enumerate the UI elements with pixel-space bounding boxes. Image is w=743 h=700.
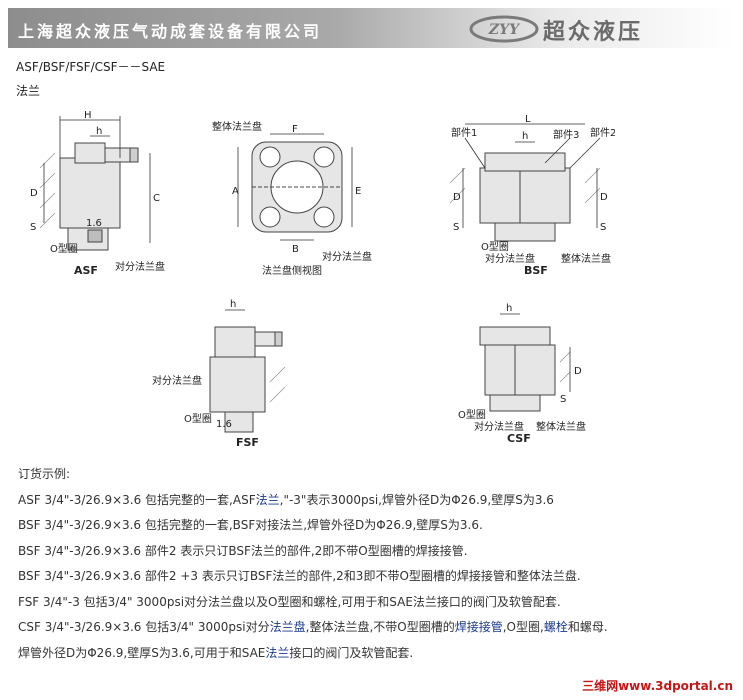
header-banner: 上海超众液压气动成套设备有限公司 ZYY 超众液压 (8, 8, 735, 48)
logo-text: ZYY (488, 22, 521, 38)
order-title: 订货示例: (18, 467, 71, 481)
asf-thickness-label: 1.6 (86, 218, 102, 229)
asf-oring-label: O型圈 (50, 242, 78, 255)
csf-diagram: h D S O型圈 对分法兰盘 整体法兰盘 CSF (458, 303, 586, 445)
csf-half-flange-label: 对分法兰盘 (474, 420, 524, 433)
bsf-oring-label: O型圈 (481, 240, 509, 253)
side-f-label: F (292, 124, 298, 135)
product-title: ASF/BSF/FSF/CSF－－SAE (16, 60, 166, 74)
fsf-small-h-label: h (230, 299, 236, 310)
bsf-small-h-label: h (522, 131, 528, 142)
bsf-d-right-label: D (600, 192, 608, 203)
csf-oring-label: O型圈 (458, 408, 486, 421)
csf-d-label: D (574, 366, 582, 377)
order-csf: CSF 3/4"-3/26.9×3.6 包括3/4" 3000psi对分法兰盘,… (18, 620, 608, 634)
side-a-label: A (232, 186, 239, 197)
bsf-part1-label: 部件1 (451, 126, 477, 139)
brand-name: 超众液压 (543, 19, 644, 45)
bsf-part2-label: 部件2 (590, 126, 615, 139)
order-bsf-full: BSF 3/4"-3/26.9×3.6 包括完整的一套,BSF对接法兰,焊管外径… (18, 518, 483, 532)
bsf-s-right-label: S (600, 222, 606, 233)
company-name: 上海超众液压气动成套设备有限公司 (18, 22, 323, 41)
side-half-flange-label: 对分法兰盘 (322, 250, 372, 263)
zyy-logo: ZYY (469, 15, 539, 43)
asf-h-label: H (84, 110, 92, 121)
site-watermark: 三维网www.3dportal.cn (582, 679, 733, 693)
asf-diagram: H h D S C 1.6 O型圈 对分法兰盘 ASF (30, 110, 165, 277)
csf-small-h-label: h (506, 303, 512, 314)
side-full-flange-label: 整体法兰盘 (212, 120, 262, 133)
flange-side-view: 整体法兰盘 F A E B 对分法兰盘 法兰盘侧视图 (212, 120, 372, 277)
asf-half-flange-label: 对分法兰盘 (115, 260, 165, 273)
csf-name: CSF (507, 432, 531, 445)
order-asf: ASF 3/4"-3/26.9×3.6 包括完整的一套,ASF法兰,"-3"表示… (18, 492, 554, 507)
side-view-caption: 法兰盘侧视图 (262, 264, 322, 277)
fsf-half-flange-label: 对分法兰盘 (152, 374, 202, 387)
asf-d-label: D (30, 188, 38, 199)
side-b-label: B (292, 244, 299, 255)
asf-c-label: C (153, 193, 160, 204)
order-csf-spec: 焊管外径D为Φ26.9,壁厚S为3.6,可用于和SAE法兰接口的阀门及软管配套. (18, 645, 414, 660)
order-fsf: FSF 3/4"-3 包括3/4" 3000psi对分法兰盘以及O型圈和螺栓,可… (18, 594, 561, 609)
bsf-half-flange-label: 对分法兰盘 (485, 252, 535, 265)
fsf-diagram: h 对分法兰盘 O型圈 1.6 FSF (152, 299, 286, 449)
bsf-diagram: L h 部件1 部件3 部件2 D S D S O型圈 对分法兰盘 整体法兰盘 … (449, 114, 615, 277)
order-bsf-part23: BSF 3/4"-3/26.9×3.6 部件2 +3 表示只订BSF法兰的部件,… (18, 569, 581, 583)
order-bsf-part2: BSF 3/4"-3/26.9×3.6 部件2 表示只订BSF法兰的部件,2即不… (18, 543, 468, 558)
bsf-s-label: S (453, 222, 459, 233)
asf-name: ASF (74, 264, 98, 277)
bsf-l-label: L (525, 114, 531, 125)
fsf-thickness-label: 1.6 (216, 419, 232, 430)
bsf-d-label: D (453, 192, 461, 203)
fsf-name: FSF (236, 436, 259, 449)
product-subtitle: 法兰 (16, 84, 41, 98)
bsf-name: BSF (524, 264, 548, 277)
side-e-label: E (355, 186, 361, 197)
fsf-oring-label: O型圈 (184, 412, 212, 425)
bsf-full-flange-label: 整体法兰盘 (561, 252, 611, 265)
bsf-part3-label: 部件3 (553, 128, 579, 141)
csf-full-flange-label: 整体法兰盘 (536, 420, 586, 433)
asf-small-h-label: h (96, 126, 102, 137)
asf-s-label: S (30, 222, 36, 233)
order-examples: 订货示例: ASF 3/4"-3/26.9×3.6 包括完整的一套,ASF法兰,… (18, 462, 733, 666)
csf-s-label: S (560, 394, 566, 405)
